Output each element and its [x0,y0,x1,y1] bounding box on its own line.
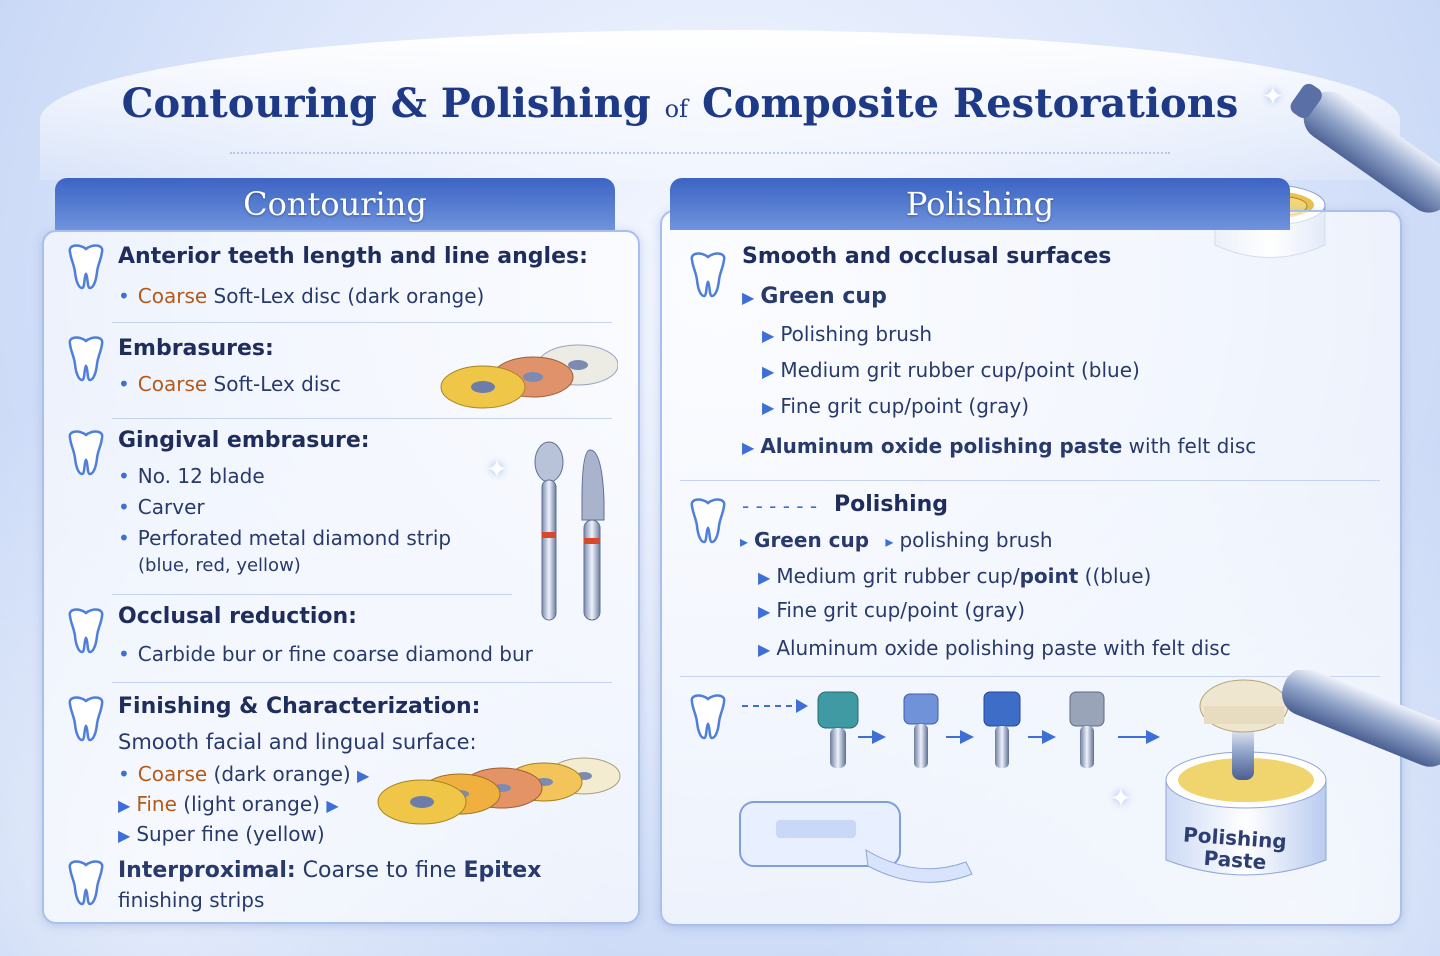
tooth-icon [64,858,108,906]
list-item: •Carver [118,495,205,519]
section-heading-occlusal: Occlusal reduction: [118,604,357,629]
tooth-icon [686,250,730,298]
contouring-header: Contouring [55,178,615,230]
list-item: ▶Super fine (yellow) [118,822,325,846]
section-heading-anterior: Anterior teeth length and line angles: [118,244,588,269]
section-heading-smooth-occlusal: Smooth and occlusal surfaces [742,244,1112,269]
title-part-2: Composite Restorations [701,80,1239,127]
tooth-icon [64,694,108,742]
divider [112,322,612,323]
list-item: ▶Medium grit rubber cup/point (blue) [762,358,1140,382]
paste-jar-handpiece-illustration [1165,670,1440,876]
section-heading-finishing: Finishing & Characterization: [118,694,481,719]
sparkle-icon: ✦ [1262,82,1284,112]
list-item: •Coarse (dark orange) ▶ [118,762,370,786]
divider [112,682,612,683]
tooth-icon [686,692,730,740]
title-band [40,30,1400,180]
list-item: ▶Fine grit cup/point (gray) [762,394,1030,418]
page-title: Contouring & Polishing of Composite Rest… [0,80,1360,127]
section-heading-embrasures: Embrasures: [118,336,274,361]
divider [680,480,1380,481]
list-item: •Carbide bur or fine coarse diamond bur [118,642,533,666]
title-divider [230,152,1170,154]
title-of: of [664,95,688,123]
list-item: ▶Medium grit rubber cup/point ((blue) [758,564,1152,588]
tooth-icon [64,242,108,290]
sparkle-icon: ✦ [486,455,508,485]
divider [112,418,612,419]
section-heading-polishing: Polishing [834,492,949,517]
tooth-icon [64,606,108,654]
list-item: ▶Fine (light orange) ▶ [118,792,339,816]
list-item: ▶Aluminum oxide polishing paste with fel… [742,434,1257,458]
title-part-1: Contouring & Polishing [121,80,651,127]
tooth-icon [64,334,108,382]
tooth-icon [686,496,730,544]
polishing-discs-illustration [377,757,621,825]
contouring-panel [42,230,640,924]
list-item: •Coarse Soft-Lex disc (dark orange) [118,284,485,308]
tooth-icon [64,428,108,476]
polishing-header: Polishing [670,178,1290,230]
list-item: ▶Fine grit cup/point (gray) [758,598,1026,622]
list-item: •No. 12 blade [118,464,265,488]
dashed-leader: - - - - - - [742,494,818,518]
subheading-smooth-surface: Smooth facial and lingual surface: [118,730,477,754]
list-item-continued: (blue, red, yellow) [138,555,301,576]
divider [112,594,512,595]
strip-pack-illustration [739,801,973,883]
interproximal-text: Interproximal: Coarse to fine Epitex [118,858,542,883]
list-item: ▶Polishing brush [762,322,933,346]
list-item: •Coarse Soft-Lex disc [118,372,341,396]
list-item: ▶Green cup [742,284,887,309]
list-item: ▸Green cup ▸polishing brush [740,528,1053,552]
rubber-cups-sequence-illustration [742,691,1160,768]
divider [680,676,1380,677]
list-item: •Perforated metal diamond strip [118,526,452,550]
section-heading-gingival: Gingival embrasure: [118,428,370,453]
interproximal-continued: finishing strips [118,888,265,912]
diamond-bur-illustration [534,441,605,621]
sparkle-icon: ✦ [1110,784,1132,814]
list-item: ▶Aluminum oxide polishing paste with fel… [758,636,1231,660]
soflex-discs-illustration [440,344,618,409]
